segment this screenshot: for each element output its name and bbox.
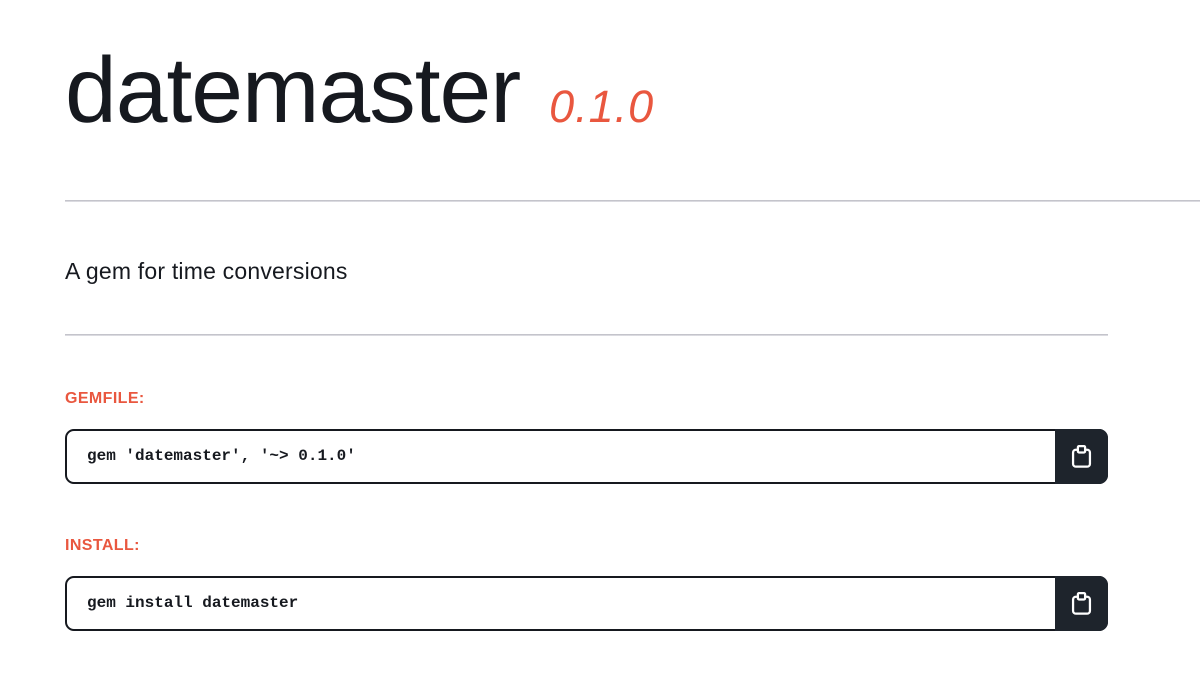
copy-install-button[interactable] — [1055, 576, 1108, 631]
clipboard-icon — [1068, 590, 1095, 617]
gem-name: datemaster — [65, 38, 521, 142]
copy-gemfile-button[interactable] — [1055, 429, 1108, 484]
install-code-text: gem install datemaster — [87, 594, 299, 612]
gemfile-code-text: gem 'datemaster', '~> 0.1.0' — [87, 447, 356, 465]
install-label: INSTALL: — [65, 537, 140, 554]
gemfile-label: GEMFILE: — [65, 390, 145, 407]
install-code-box: gem install datemaster — [65, 576, 1108, 631]
divider — [65, 200, 1200, 202]
content-column: datemaster 0.1.0 A gem for time conversi… — [65, 0, 1200, 631]
divider — [65, 334, 1108, 336]
page-title: datemaster 0.1.0 — [65, 0, 1200, 144]
gem-description: A gem for time conversions — [65, 258, 348, 284]
gem-version: 0.1.0 — [549, 81, 655, 132]
clipboard-icon — [1068, 443, 1095, 470]
gemfile-code-box: gem 'datemaster', '~> 0.1.0' — [65, 429, 1108, 484]
